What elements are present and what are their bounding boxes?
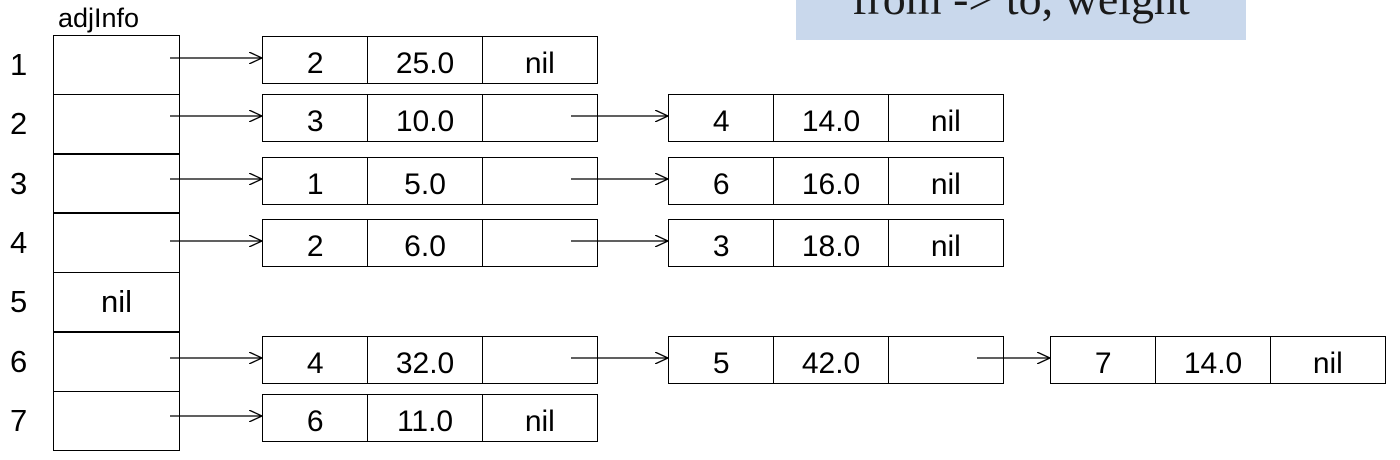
- array-label: adjInfo: [58, 3, 140, 33]
- node-weight-field: 14.0: [774, 95, 889, 141]
- row-index: 7: [10, 403, 28, 439]
- array-divider: [53, 93, 180, 96]
- array-divider: [53, 271, 180, 274]
- row-index: 6: [10, 343, 28, 379]
- array-divider: [53, 390, 180, 393]
- row-index: 5: [10, 284, 28, 320]
- node-to-field: 1: [263, 158, 369, 204]
- node-weight-field: 11.0: [368, 395, 483, 441]
- node-weight-field: 18.0: [774, 220, 889, 266]
- caption-text: from -> to, weight: [796, 0, 1246, 25]
- node-next-field: nil: [930, 168, 961, 201]
- node-to-field: 6: [263, 395, 369, 441]
- node-to-field: 6: [669, 158, 775, 204]
- caption-banner: from -> to, weight: [796, 0, 1246, 40]
- node-to-field: 2: [263, 37, 369, 83]
- array-divider: [53, 331, 180, 333]
- node-to-field: 4: [263, 337, 369, 383]
- node-next-field: nil: [524, 47, 555, 80]
- node-weight-field: 14.0: [1156, 337, 1271, 383]
- node-weight-field: 10.0: [368, 95, 483, 141]
- node-next-field: nil: [930, 105, 961, 138]
- node-weight-field: 25.0: [368, 37, 483, 83]
- adjacency-array: [53, 35, 180, 451]
- node-to-field: 4: [669, 95, 775, 141]
- row-index: 4: [10, 224, 28, 260]
- node-to-field: 5: [669, 337, 775, 383]
- node-weight-field: 42.0: [774, 337, 889, 383]
- node-weight-field: 6.0: [368, 220, 483, 266]
- node-next-field: nil: [1312, 347, 1343, 380]
- array-slot: nil: [100, 284, 132, 320]
- node-weight-field: 5.0: [368, 158, 483, 204]
- row-index: 3: [10, 165, 28, 201]
- node-to-field: 2: [263, 220, 369, 266]
- node-to-field: 7: [1051, 337, 1157, 383]
- node-weight-field: 16.0: [774, 158, 889, 204]
- node-to-field: 3: [263, 95, 369, 141]
- array-divider: [53, 212, 180, 214]
- array-divider: [53, 153, 180, 155]
- node-next-field: nil: [930, 230, 961, 263]
- row-index: 2: [10, 106, 28, 142]
- row-index: 1: [10, 46, 28, 82]
- node-to-field: 3: [669, 220, 775, 266]
- node-weight-field: 32.0: [368, 337, 483, 383]
- node-next-field: nil: [524, 405, 555, 438]
